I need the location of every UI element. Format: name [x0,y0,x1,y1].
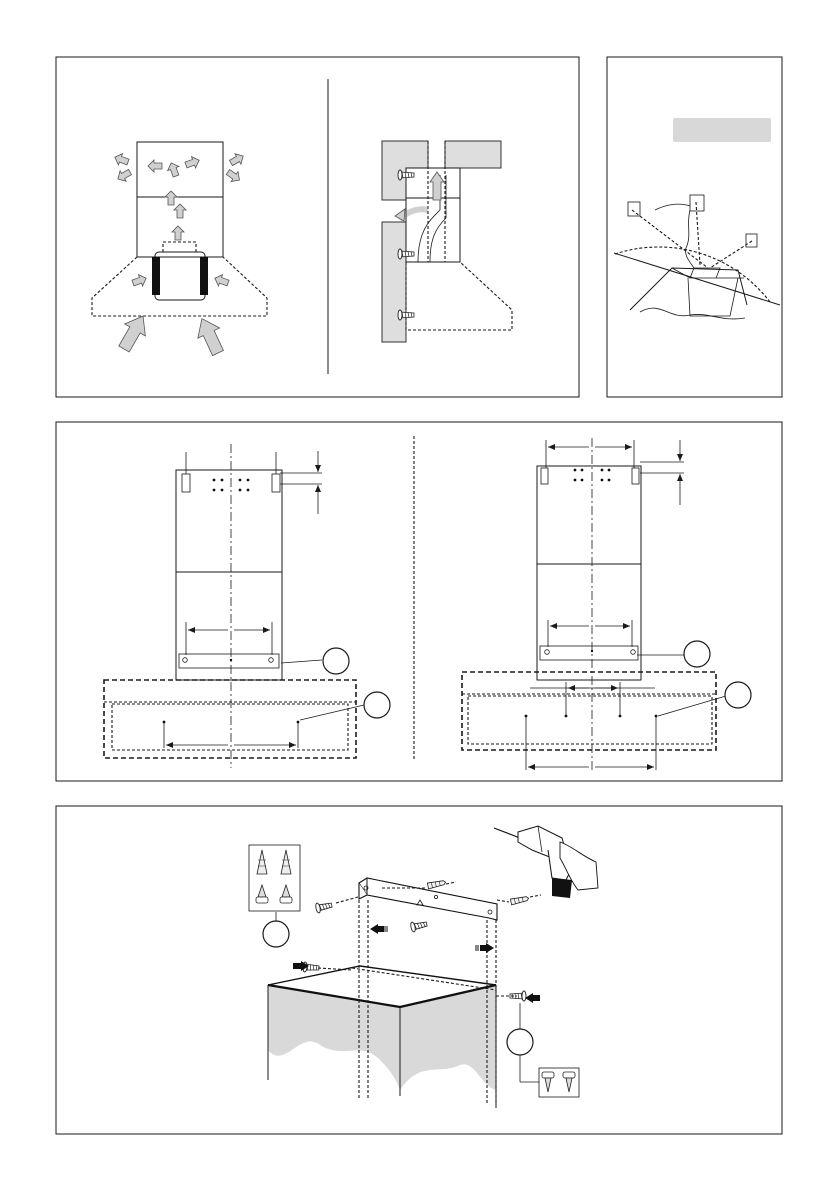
hood-recirculation [92,142,267,358]
panel-electrical [607,57,782,397]
screw-icon [542,1072,575,1092]
dim-drawing-b [462,438,751,770]
label-circle-icon [364,692,390,718]
label-circle-icon [725,682,751,708]
screw-icon [256,885,292,903]
dim-drawing-a [104,444,390,768]
hand [655,204,690,210]
hardware-box-plugs [249,845,300,911]
socket-icon [628,195,757,247]
hood-extraction [382,141,512,342]
wall-upper [382,141,428,200]
filter-left [152,257,160,295]
label-circle-icon [684,641,710,667]
label-placeholder [673,118,771,142]
hardware-box-screws [539,1068,579,1097]
filter-right [200,257,208,295]
panel-bracket-install [56,806,782,1134]
wall-cabinet [268,966,496,1108]
ceiling-duct-wall [445,141,501,168]
panel-dimensions [56,422,782,781]
panel-airflow [56,57,579,397]
wall-plug-icon [257,850,291,874]
drill-icon [494,826,598,898]
arrow-icon [113,151,246,358]
label-circle-icon [323,648,349,674]
cable [686,210,694,268]
label-circle-icon [263,921,289,947]
wall-lower [382,222,406,342]
label-circle-icon [507,1029,533,1055]
